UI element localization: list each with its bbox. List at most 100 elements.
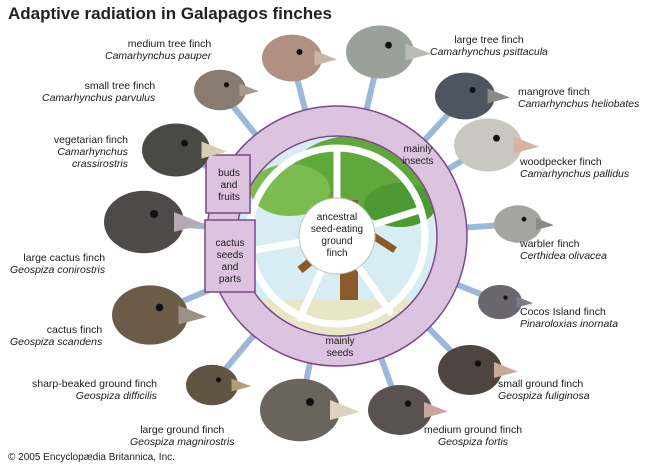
finch-beak [240, 84, 260, 97]
finch-beak [179, 306, 208, 325]
buds-label-1: buds [218, 168, 240, 179]
species-name: Camarhynchus pauper [105, 50, 211, 62]
common-name: small ground finch [498, 378, 590, 390]
label-small-tree-finch: small tree finch Camarhynchus parvulus [42, 80, 155, 104]
label-sharp-beaked-ground-finch: sharp-beaked ground finch Geospiza diffi… [32, 378, 157, 402]
finch-head-shape [104, 191, 184, 253]
common-name: Cocos Island finch [520, 306, 618, 318]
species-name: Camarhynchus crassirostris [26, 146, 128, 170]
finch-eye [385, 42, 392, 49]
ancestor-label-2: seed-eating [311, 224, 363, 235]
finch-head-shape [260, 379, 340, 441]
finch-head-shape [262, 35, 322, 82]
label-large-ground-finch: large ground finch Geospiza magnirostris [130, 424, 234, 448]
buds-label-3: fruits [218, 192, 240, 203]
species-name: Geospiza magnirostris [130, 436, 234, 448]
label-large-cactus-finch: large cactus finch Geospiza conirostris [10, 252, 105, 276]
species-name: Camarhynchus heliobates [518, 98, 639, 110]
common-name: woodpecker finch [520, 156, 629, 168]
finch-head [260, 379, 360, 441]
finch-head-shape [454, 118, 522, 171]
common-name: warbler finch [520, 238, 607, 250]
copyright-notice: © 2005 Encyclopædia Britannica, Inc. [8, 452, 175, 463]
finch-eye [156, 304, 164, 312]
finch-head [346, 25, 431, 78]
common-name: vegetarian finch [26, 134, 128, 146]
finch-head-shape [438, 345, 502, 395]
species-name: Certhidea olivacea [520, 250, 607, 262]
label-cocos-island-finch: Cocos Island finch Pinaroloxias inornata [520, 306, 618, 330]
finch-head [104, 191, 204, 253]
finch-beak [536, 218, 554, 230]
finch-eye [405, 400, 411, 406]
species-name: Geospiza conirostris [10, 264, 105, 276]
finch-eye [503, 295, 507, 299]
species-name: Camarhynchus psittacula [430, 46, 548, 58]
buds-label-2: and [221, 180, 238, 191]
finch-head [262, 35, 337, 82]
finch-head-shape [194, 70, 246, 111]
finch-beak [406, 44, 432, 61]
finch-beak [424, 402, 448, 418]
finch-head-shape [142, 123, 210, 176]
finch-head [194, 70, 259, 111]
species-name: Geospiza scandens [10, 336, 102, 348]
common-name: large cactus finch [10, 252, 105, 264]
finch-eye [216, 377, 221, 382]
finch-head-shape [478, 285, 522, 319]
seeds-label-2: seeds [327, 348, 354, 359]
finch-beak [330, 400, 360, 420]
cactus-label-4: parts [219, 274, 241, 285]
species-name: Geospiza fortis [424, 436, 522, 448]
finch-head-shape [112, 285, 188, 344]
insects-label-2: insects [402, 156, 433, 167]
species-name: Camarhynchus pallidus [520, 168, 629, 180]
label-medium-tree-finch: medium tree finch Camarhynchus pauper [105, 38, 211, 62]
ancestor-label-1: ancestral [317, 212, 358, 223]
label-vegetarian-finch: vegetarian finch Camarhynchus crassirost… [26, 134, 128, 170]
finch-beak [232, 379, 252, 392]
species-name: Pinaroloxias inornata [520, 318, 618, 330]
species-name: Geospiza fuliginosa [498, 390, 590, 402]
finch-beak [315, 51, 338, 66]
label-small-ground-finch: small ground finch Geospiza fuliginosa [498, 378, 590, 402]
seeds-label-1: mainly [326, 336, 355, 347]
finch-eye [224, 82, 229, 87]
common-name: mangrove finch [518, 86, 639, 98]
common-name: cactus finch [10, 324, 102, 336]
finch-eye [297, 49, 303, 55]
finch-beak [514, 137, 540, 154]
finch-eye [470, 87, 476, 93]
cactus-label-2: seeds [217, 250, 244, 261]
species-name: Geospiza difficilis [32, 390, 157, 402]
finch-eye [181, 140, 188, 147]
label-medium-ground-finch: medium ground finch Geospiza fortis [424, 424, 522, 448]
finch-head-shape [368, 385, 432, 435]
finch-head-shape [186, 365, 238, 406]
finch-beak [488, 89, 511, 104]
finch-head-shape [346, 25, 414, 78]
label-large-tree-finch: large tree finch Camarhynchus psittacula [430, 34, 548, 58]
finch-beak [494, 362, 518, 378]
common-name: large ground finch [130, 424, 234, 436]
cactus-label-1: cactus [216, 238, 245, 249]
label-warbler-finch: warbler finch Certhidea olivacea [520, 238, 607, 262]
finch-eye [475, 360, 481, 366]
ancestor-label-3: ground [321, 236, 352, 247]
label-woodpecker-finch: woodpecker finch Camarhynchus pallidus [520, 156, 629, 180]
cactus-label-3: and [222, 262, 239, 273]
finch-head-shape [435, 73, 495, 120]
common-name: large tree finch [430, 34, 548, 46]
finch-head [435, 73, 510, 120]
common-name: medium tree finch [105, 38, 211, 50]
finch-eye [522, 217, 527, 222]
finch-eye [306, 398, 314, 406]
ancestor-label-4: finch [326, 248, 347, 259]
label-cactus-finch: cactus finch Geospiza scandens [10, 324, 102, 348]
species-name: Camarhynchus parvulus [42, 92, 155, 104]
finch-eye [493, 135, 500, 142]
label-mangrove-finch: mangrove finch Camarhynchus heliobates [518, 86, 639, 110]
common-name: small tree finch [42, 80, 155, 92]
finch-eye [150, 210, 158, 218]
insects-label-1: mainly [404, 144, 433, 155]
